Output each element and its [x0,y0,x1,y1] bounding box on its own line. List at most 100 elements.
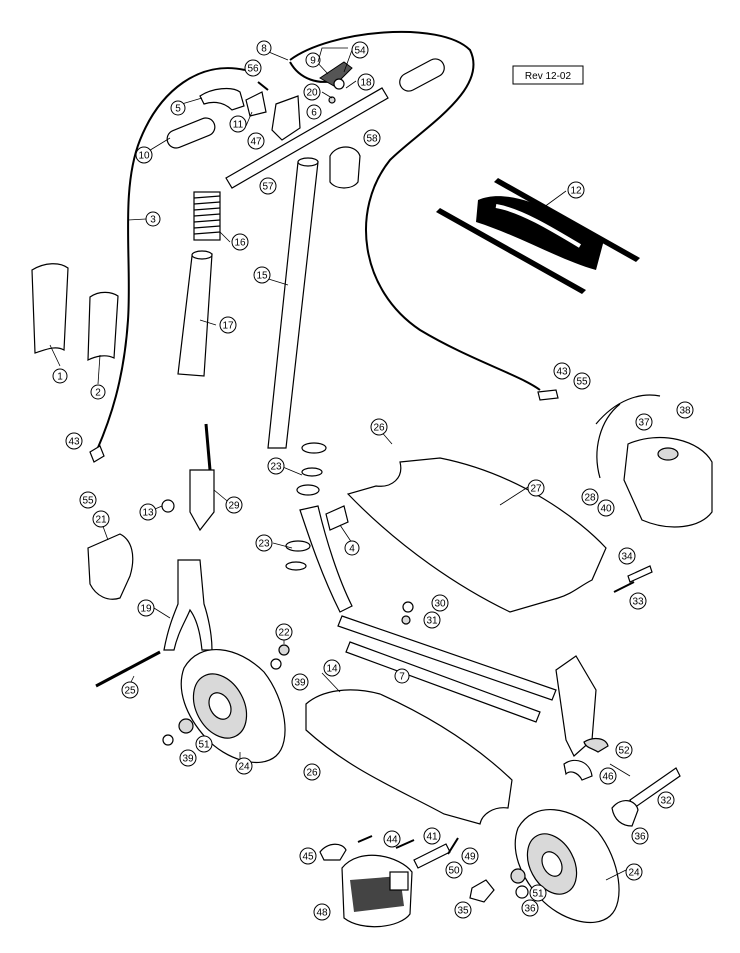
svg-text:32: 32 [660,796,672,807]
throttle-cable [96,67,246,451]
bearing-51b [510,868,526,884]
frame-neck [299,505,353,613]
callout-2: 2 [90,384,106,400]
callout-12: 12 [567,181,585,199]
washer-39a [270,658,282,670]
fuel-line-2 [596,403,621,479]
nut-31 [401,615,411,625]
callout-7: 7 [394,668,410,684]
svg-text:23: 23 [270,462,282,473]
svg-text:14: 14 [326,664,338,675]
svg-text:43: 43 [68,437,80,448]
exhaust-elbow-46 [563,759,593,781]
svg-text:51: 51 [198,740,210,751]
callout-43a: 43 [553,362,571,380]
frame-rail [345,641,541,723]
suspension-spring [193,191,221,241]
brake-lever-clamp [333,78,345,90]
svg-text:16: 16 [234,238,246,249]
svg-text:28: 28 [584,493,596,504]
svg-text:1: 1 [57,372,63,383]
svg-text:9: 9 [310,56,316,67]
svg-text:45: 45 [302,852,314,863]
spark-plug-44 [357,835,373,843]
callout-55a: 55 [573,372,591,390]
drive-gear-36 [611,800,639,827]
svg-text:11: 11 [233,120,244,131]
svg-text:58: 58 [366,134,378,145]
svg-text:24: 24 [628,868,640,879]
fuel-line [595,394,661,425]
callout-14: 14 [323,659,341,677]
callout-34: 34 [618,547,636,565]
svg-text:5: 5 [175,104,181,115]
revision-box: Rev 12-02 [512,65,584,85]
svg-text:2: 2 [95,388,101,399]
scooter-frame [337,615,557,701]
fuel-tank [623,437,713,528]
svg-text:57: 57 [262,182,274,193]
callout-56: 56 [244,59,262,77]
callout-21: 21 [92,510,110,528]
brake-lever [319,61,353,87]
svg-text:39: 39 [294,678,306,689]
callout-37: 37 [635,413,653,431]
svg-text:43: 43 [556,367,568,378]
svg-text:52: 52 [618,746,630,757]
fork-lower-tube [177,253,213,377]
throttle-lever [199,87,245,111]
svg-text:50: 50 [448,866,460,877]
callout-20: 20 [303,83,321,101]
callout-32: 32 [657,791,675,809]
callout-55b: 55 [79,491,97,509]
svg-text:33: 33 [632,597,644,608]
revision-label: Rev 12-02 [525,71,572,82]
svg-text:38: 38 [679,406,691,417]
callout-3: 3 [145,211,161,227]
svg-text:44: 44 [386,835,398,846]
fuel-cap [657,447,679,461]
callout-31: 31 [423,611,441,629]
callout-44: 44 [383,830,401,848]
brake-caliper-bracket [87,533,134,600]
callout-58: 58 [363,129,381,147]
sprocket-35 [469,879,495,903]
callout-29: 29 [225,496,243,514]
brake-lever-pivot [328,96,336,104]
svg-text:51: 51 [532,889,544,900]
callout-33: 33 [629,592,647,610]
svg-text:41: 41 [426,832,438,843]
svg-text:17: 17 [222,321,234,332]
svg-text:40: 40 [600,504,612,515]
decal-sheet-small [87,291,119,361]
front-wheel [180,648,286,764]
svg-text:56: 56 [247,64,259,75]
callout-30: 30 [431,594,449,612]
front-axle [95,650,161,688]
svg-text:26: 26 [373,423,385,434]
svg-text:21: 21 [95,515,107,526]
callout-50: 50 [445,861,463,879]
svg-text:54: 54 [354,46,366,57]
svg-text:39: 39 [182,754,194,765]
callout-47: 47 [247,132,265,150]
svg-text:19: 19 [140,604,152,615]
svg-text:55: 55 [82,496,94,507]
cable-clip-upper [537,389,559,401]
svg-text:4: 4 [349,544,355,555]
svg-text:37: 37 [638,418,650,429]
svg-text:31: 31 [426,616,438,627]
callout-36b: 36 [521,899,539,917]
callout-11: 11 [229,115,247,133]
svg-text:29: 29 [228,501,240,512]
decal-logo [476,196,604,270]
svg-text:46: 46 [602,772,614,783]
headset-lower [285,540,311,571]
callout-39b: 39 [179,749,197,767]
callout-52: 52 [615,741,633,759]
callout-51b: 51 [529,884,547,902]
callout-54: 54 [351,41,369,59]
headset-upper [296,442,327,496]
callout-43b: 43 [65,432,83,450]
brake-cable [289,30,541,391]
